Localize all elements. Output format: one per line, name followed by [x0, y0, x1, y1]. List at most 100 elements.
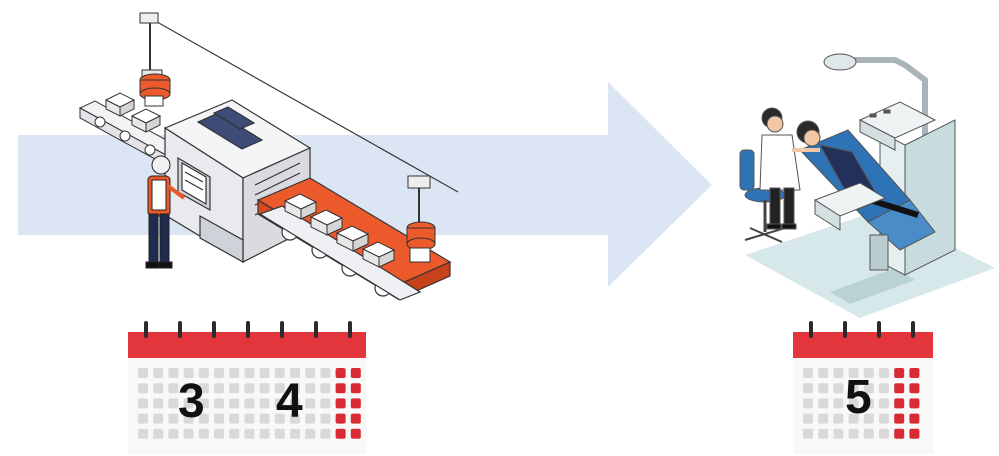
calendar-day-cell [168, 413, 179, 424]
calendar-day-cell [350, 368, 361, 378]
calendar-day-cell [320, 398, 331, 409]
calendar-day-cell [244, 413, 255, 424]
calendar-day-cell [183, 383, 194, 394]
calendar-day-cell [290, 368, 300, 378]
calendar-day-cell [350, 398, 361, 409]
calendar-day-cell [335, 413, 346, 424]
calendar-day-cell [803, 368, 813, 378]
calendar-day-cell [848, 383, 859, 394]
calendar-day-cell [848, 398, 859, 409]
calendar-day-cell [305, 413, 316, 424]
calendar-day-cell [183, 398, 194, 409]
calendar-day-cell [320, 368, 331, 378]
calendar-day-cell [848, 413, 859, 424]
calendar-day-cell [894, 368, 905, 378]
calendar-day-cell [863, 368, 874, 378]
calendar-day-cell [350, 413, 361, 424]
calendar-day-cell [818, 398, 829, 409]
calendar-day-cell [259, 413, 270, 424]
calendar-day-cell [244, 428, 255, 439]
calendar-day-cell [259, 368, 270, 378]
calendar-day-cell [320, 383, 331, 394]
calendar-day-cell [229, 413, 240, 424]
calendar-day-cell [138, 383, 148, 394]
calendar-day-cell [848, 368, 859, 378]
calendar-day-cell [274, 428, 285, 439]
calendar-day-cell [183, 368, 194, 378]
calendar-day-number: 4 [276, 375, 303, 428]
calendar-day-cell [894, 428, 905, 439]
calendar-day-cell [803, 428, 813, 439]
calendar-day-cell [153, 383, 164, 394]
calendar-day-cell [259, 383, 270, 394]
calendar-day-cell [879, 398, 889, 409]
calendar-day-cell [214, 368, 224, 378]
calendar-day-cell [818, 368, 829, 378]
calendar-icon [793, 321, 933, 454]
calendar-day-cell [863, 398, 874, 409]
calendar-day-cell [909, 383, 920, 394]
calendar-day-cell [138, 368, 148, 378]
calendar-day-cell [274, 383, 285, 394]
calendar-day-grid [803, 368, 920, 439]
calendar-day-cell [244, 368, 255, 378]
calendar-day-cell [803, 398, 813, 409]
calendar-day-cell [818, 428, 829, 439]
calendar-day-cell [168, 398, 179, 409]
calendar-day-cell [290, 428, 300, 439]
calendar-day-cell [818, 413, 829, 424]
calendar-day-cell [229, 398, 240, 409]
calendar-day-cell [909, 413, 920, 424]
calendar-day-cell [138, 413, 148, 424]
calendar-day-cell [803, 413, 813, 424]
operator-worker-icon [145, 155, 186, 269]
calendar-day-cell [214, 428, 224, 439]
calendar-day-cell [229, 428, 240, 439]
calendar-day-cell [138, 428, 148, 439]
calendar-day-cell [848, 428, 859, 439]
calendar-day-cell [305, 368, 316, 378]
calendar-day-cell [153, 428, 164, 439]
calendar-day-cell [244, 383, 255, 394]
calendar-day-cell [335, 383, 346, 394]
calendar-day-cell [290, 383, 300, 394]
calendar-day-cell [335, 428, 346, 439]
calendar-day-cell [350, 383, 361, 394]
calendar-day-cell [803, 383, 813, 394]
calendar-day-cell [863, 413, 874, 424]
calendar-day-cell [198, 428, 209, 439]
calendar-day-cell [833, 383, 844, 394]
calendar-day-cell [305, 428, 316, 439]
calendar-icon [128, 321, 366, 454]
calendar-day-cell [833, 428, 844, 439]
calendar-day-cell [168, 383, 179, 394]
calendar-day-cell [894, 398, 905, 409]
factory-conveyor-illustration [78, 12, 459, 301]
calendar-day-cell [229, 368, 240, 378]
calendar-day-cell [198, 413, 209, 424]
calendar-day-cell [290, 398, 300, 409]
calendar-day-cell [335, 368, 346, 378]
calendar-day-cell [198, 368, 209, 378]
calendar-day-cell [305, 398, 316, 409]
calendar-day-cell [909, 398, 920, 409]
calendar-day-cell [818, 383, 829, 394]
calendar-day-number: 3 [178, 375, 205, 428]
calendar-day-cell [274, 413, 285, 424]
calendar-day-cell [168, 428, 179, 439]
calendar-day-cell [320, 413, 331, 424]
robot-gripper-icon [406, 175, 436, 263]
calendar-day-cell [894, 413, 905, 424]
calendar-day-cell [138, 398, 148, 409]
calendar-day-cell [274, 368, 285, 378]
calendar-day-cell [305, 383, 316, 394]
calendar-day-cell [879, 428, 889, 439]
robot-gripper-icon [139, 12, 171, 107]
calendar-day-cell [214, 398, 224, 409]
calendar-day-cell [198, 398, 209, 409]
calendar-day-cell [879, 413, 889, 424]
calendar-day-cell [214, 413, 224, 424]
calendar-day-cell [863, 383, 874, 394]
calendar-day-cell [259, 398, 270, 409]
calendar-day-cell [335, 398, 346, 409]
